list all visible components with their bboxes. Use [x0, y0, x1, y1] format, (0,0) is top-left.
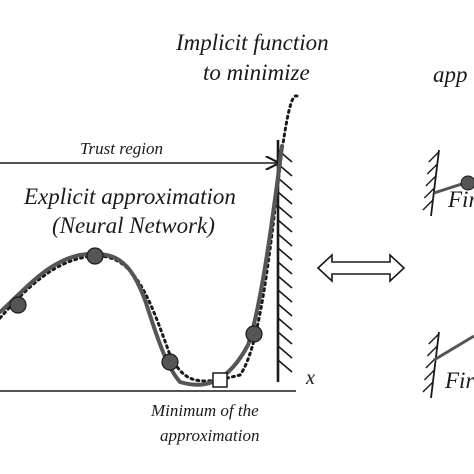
- sample-point: [161, 353, 179, 371]
- wall-hatch-mark: [423, 369, 435, 381]
- sample-point: [245, 325, 263, 343]
- implicit-function-label-line1: Implicit function: [175, 30, 329, 55]
- wall-hatch-mark: [277, 219, 293, 233]
- wall-hatch-mark: [277, 303, 293, 317]
- explicit-approximation-curve: [0, 144, 284, 387]
- wall-hatch-mark: [277, 261, 293, 275]
- right-panel-partial-label-mid: Fir: [447, 187, 474, 212]
- right-panel-bottom-snippet: [422, 331, 474, 399]
- right-panel-partial-label-top: app: [433, 62, 468, 87]
- wall-hatch-mark: [277, 205, 293, 219]
- approximation-minimum-marker: [212, 372, 228, 388]
- wall-hatch-mark: [426, 163, 438, 175]
- sample-point: [86, 247, 104, 265]
- wall-hatch-mark: [428, 151, 440, 163]
- wall-hatch-mark: [277, 191, 293, 205]
- implicit-function-label-line2: to minimize: [203, 60, 310, 85]
- x-axis-label: x: [305, 367, 315, 389]
- wall-hatch-mark: [428, 333, 440, 345]
- explicit-approximation-label-line1: Explicit approximation: [23, 184, 236, 209]
- minimum-label-line2: approximation: [160, 426, 259, 445]
- wall-hatch-mark: [277, 331, 293, 345]
- wall-hatch-mark: [425, 175, 437, 187]
- sample-point: [9, 296, 27, 314]
- wall-hatch-mark: [422, 199, 434, 211]
- trust-region-label: Trust region: [80, 139, 163, 158]
- wall-hatch-mark: [277, 177, 293, 191]
- wall-hatch-mark: [277, 247, 293, 261]
- wall-hatch-mark: [277, 359, 293, 373]
- equivalence-double-arrow: [316, 253, 406, 283]
- wall-hatch-mark: [277, 345, 293, 359]
- right-panel-partial-label-bot: Fir: [444, 368, 474, 393]
- wall-hatch-mark: [277, 275, 293, 289]
- wall-hatch-mark: [277, 317, 293, 331]
- wall-hatch-mark: [277, 289, 293, 303]
- wall-hatch-mark: [423, 187, 435, 199]
- wall-hatch-mark: [277, 233, 293, 247]
- explicit-approximation-label-line2: (Neural Network): [52, 213, 215, 238]
- wall-hatch-mark: [422, 381, 434, 393]
- right-panel-top-snippet: [422, 149, 474, 217]
- minimum-label-line1: Minimum of the: [150, 401, 259, 420]
- wall-hatch-mark: [426, 345, 438, 357]
